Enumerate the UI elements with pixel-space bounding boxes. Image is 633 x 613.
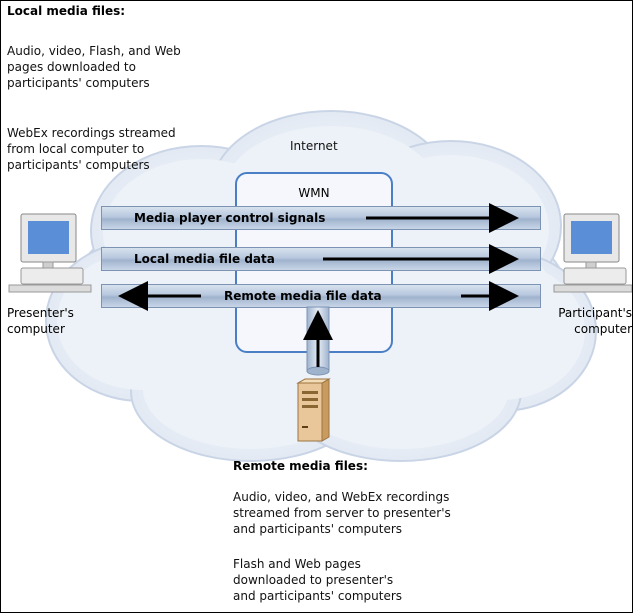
band-label-local: Local media file data xyxy=(134,252,275,266)
internet-label: Internet xyxy=(290,139,338,153)
participant-computer-label: Participant's computer xyxy=(558,306,632,336)
band-label-remote: Remote media file data xyxy=(224,289,382,303)
band-media-player-control-signals: Media player control signals xyxy=(101,206,541,230)
presenter-computer-label: Presenter's computer xyxy=(7,306,74,336)
remote-media-heading: Remote media files: xyxy=(233,459,368,473)
band-remote-media-file-data: Remote media file data xyxy=(101,284,541,308)
remote-media-description-2: Flash and Web pages downloaded to presen… xyxy=(233,557,403,603)
band-local-media-file-data: Local media file data xyxy=(101,247,541,271)
local-media-description-2: WebEx recordings streamed from local com… xyxy=(7,126,176,172)
local-media-heading: Local media files: xyxy=(7,4,126,18)
band-label-control: Media player control signals xyxy=(134,211,326,225)
wmn-label: WMN xyxy=(298,186,330,200)
remote-media-description-1: Audio, video, and WebEx recordings strea… xyxy=(233,490,451,536)
local-media-description-1: Audio, video, Flash, and Web pages downl… xyxy=(7,44,181,90)
